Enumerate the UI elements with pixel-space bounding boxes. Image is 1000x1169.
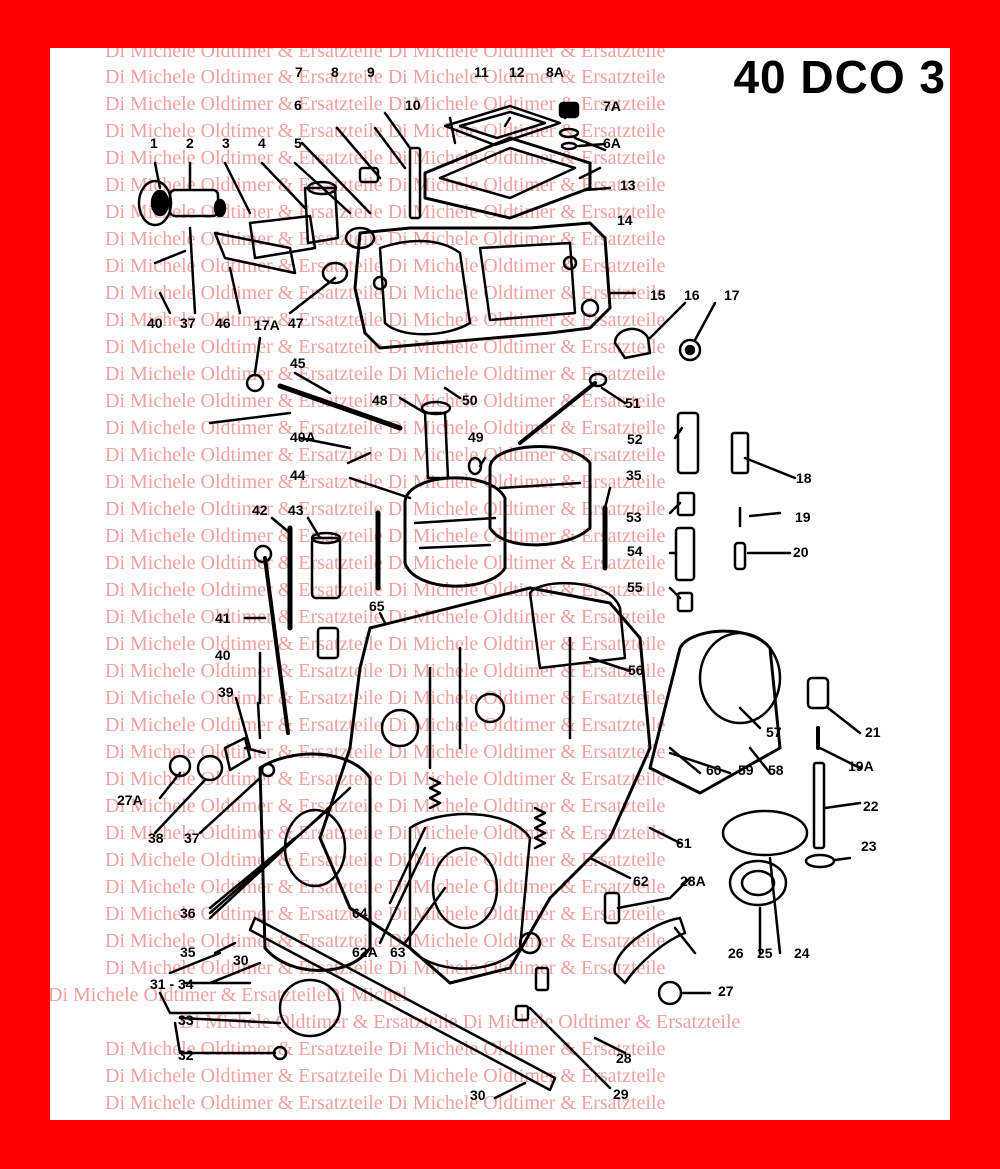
diagram-title: 40 DCO 3 <box>733 51 946 103</box>
part-label: 42 <box>252 502 268 518</box>
part-label: 49 <box>468 429 484 445</box>
part-label: 22 <box>863 798 879 814</box>
part-label: 61 <box>676 835 692 851</box>
part-label: 28A <box>680 873 706 889</box>
part-label: 64 <box>352 905 368 921</box>
part-label: 7 <box>295 64 303 80</box>
part-label: 56 <box>628 662 644 678</box>
part-label: 52 <box>627 431 643 447</box>
part-label: 30 <box>470 1087 486 1103</box>
part-label: 9 <box>367 64 375 80</box>
part-label: 43 <box>288 502 304 518</box>
part-label: 17A <box>254 317 280 333</box>
part-label: 5 <box>294 135 302 151</box>
part-label: 8A <box>546 64 564 80</box>
part-label: 17 <box>724 287 740 303</box>
part-label: 18 <box>796 470 812 486</box>
exploded-carburetor-drawing <box>137 101 862 1100</box>
part-label: 45 <box>290 355 306 371</box>
part-label: 53 <box>626 509 642 525</box>
part-label: 51 <box>625 395 641 411</box>
part-label: 24 <box>794 945 810 961</box>
part-label: 38 <box>148 830 164 846</box>
diagram-sheet: Di Michele Oldtimer & Ersatzteile Di Mic… <box>50 48 950 1120</box>
part-label: 31 - 34 <box>150 976 194 992</box>
part-label: 21 <box>865 724 881 740</box>
part-label: 46 <box>215 315 231 331</box>
part-label: 7A <box>603 98 621 114</box>
part-label: 1 <box>150 135 158 151</box>
part-label: 3 <box>222 135 230 151</box>
part-label: 27A <box>117 792 143 808</box>
part-label: 60 <box>706 762 722 778</box>
part-label: 54 <box>627 543 643 559</box>
part-label: 41 <box>215 610 231 626</box>
part-label: 65 <box>369 598 385 614</box>
part-label: 55 <box>627 579 643 595</box>
part-label: 26 <box>728 945 744 961</box>
part-label: 13 <box>620 177 636 193</box>
part-label: 6A <box>603 135 621 151</box>
part-label: 19A <box>848 758 874 774</box>
part-label: 23 <box>861 838 877 854</box>
part-label: 33 <box>178 1012 194 1028</box>
part-label: 36 <box>180 905 196 921</box>
part-label: 30 <box>233 952 249 968</box>
part-label: 50 <box>462 392 478 408</box>
part-label: 40 <box>215 647 231 663</box>
part-label: 63 <box>390 944 406 960</box>
part-label: 37 <box>180 315 196 331</box>
part-label: 62 <box>633 873 649 889</box>
part-label: 40A <box>290 429 316 445</box>
part-label: 10 <box>405 97 421 113</box>
part-label: 32 <box>178 1047 194 1063</box>
part-label: 29 <box>613 1086 629 1102</box>
part-label: 16 <box>684 287 700 303</box>
part-label: 20 <box>793 544 809 560</box>
part-label: 48 <box>372 392 388 408</box>
part-label: 58 <box>768 762 784 778</box>
part-label: 44 <box>290 467 306 483</box>
part-label: 12 <box>509 64 525 80</box>
part-label: 19 <box>795 509 811 525</box>
part-label: 4 <box>258 135 266 151</box>
part-label: 6 <box>294 97 302 113</box>
part-label: 2 <box>186 135 194 151</box>
part-label: 14 <box>617 212 633 228</box>
part-label: 47 <box>288 315 304 331</box>
part-label: 35 <box>180 944 196 960</box>
part-label: 15 <box>650 287 666 303</box>
part-label: 57 <box>766 724 782 740</box>
part-label: 37 <box>184 830 200 846</box>
part-label: 59 <box>738 762 754 778</box>
part-label: 8 <box>331 64 339 80</box>
part-label: 39 <box>218 684 234 700</box>
part-label: 28 <box>616 1050 632 1066</box>
part-label: 27 <box>718 983 734 999</box>
part-label: 35 <box>626 467 642 483</box>
part-label: 25 <box>757 945 773 961</box>
part-label: 62A <box>352 944 378 960</box>
part-label: 11 <box>474 64 489 80</box>
part-label: 40 <box>147 315 163 331</box>
